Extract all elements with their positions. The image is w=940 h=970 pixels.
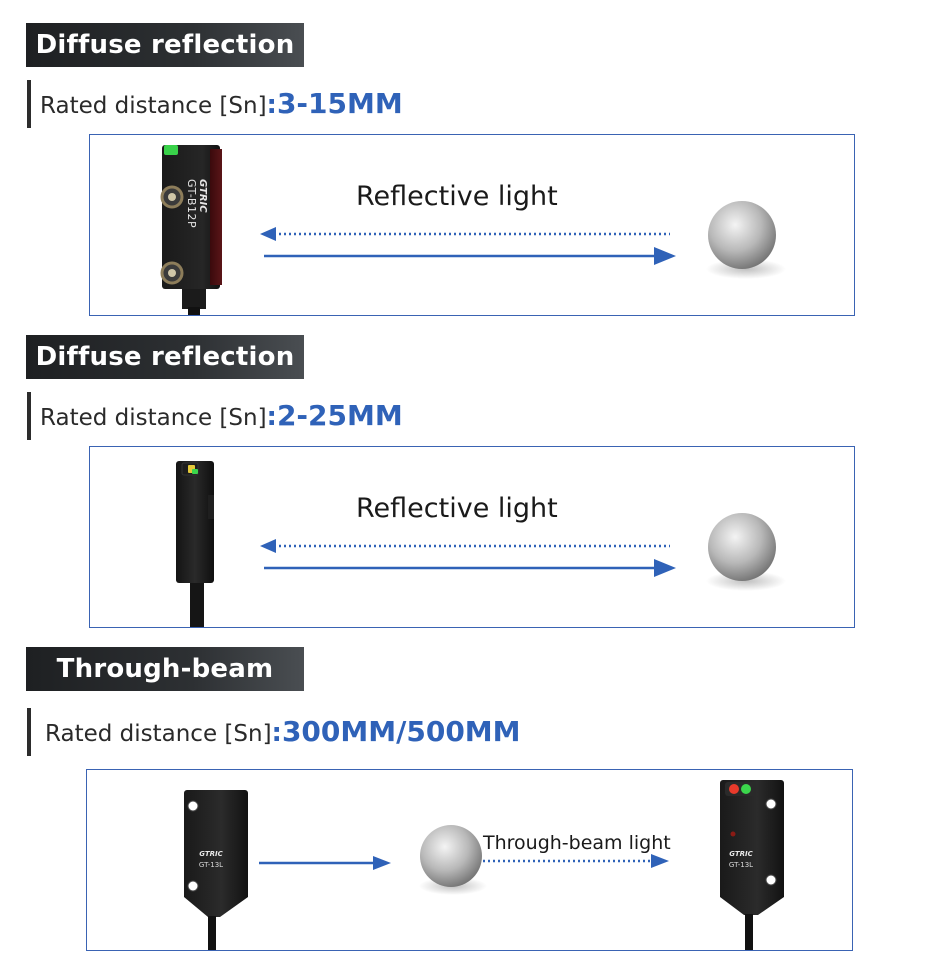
section-tag: Diffuse reflection [26,23,304,67]
section-tag: Diffuse reflection [26,335,304,379]
rated-value: 300MM/500MM [281,715,521,748]
arrow-emit-solid-icon [264,247,676,265]
arrow-beam-dotted-icon [483,854,669,868]
receiver-model-text: GT-13L [729,861,753,869]
reflective-light-label: Reflective light [356,493,558,524]
arrow-emit-solid-icon [264,559,676,577]
sensor-brand-text: GTRIC [197,179,208,213]
sensor-model-text: GT-B12P [185,179,198,228]
arrow-return-dotted-icon [260,227,670,241]
rated-label: Rated distance [Sn] [45,721,272,747]
emitter-model-text: GT-13L [199,861,223,869]
sensor-gt-b12p-icon: GTRIC GT-B12P [160,145,222,315]
section-tag: Through-beam [26,647,304,691]
through-beam-light-label: Through-beam light [483,832,671,854]
rated-colon: : [271,718,282,748]
rated-value: 2-25MM [276,399,403,432]
arrow-emit-solid-icon [259,856,391,870]
rated-label: Rated distance [Sn] [40,405,267,431]
rated-value: 3-15MM [276,87,403,120]
arrow-return-dotted-icon [260,539,670,553]
rated-distance: Rated distance [Sn]:300MM/500MM [27,708,521,756]
rated-label: Rated distance [Sn] [40,93,267,119]
receiver-sensor-icon: GTRIC GT-13L [717,780,784,950]
diagram-panel: GTRIC GT-B12P Reflective light [89,134,855,316]
emitter-sensor-icon: GTRIC GT-13L [181,790,248,950]
diagram-panel: Reflective light [89,446,855,628]
emitter-brand-text: GTRIC [199,850,223,858]
rated-distance: Rated distance [Sn]:2-25MM [27,392,403,440]
receiver-brand-text: GTRIC [729,850,753,858]
rated-distance: Rated distance [Sn]:3-15MM [27,80,403,128]
ball-object-icon [706,513,786,591]
rated-colon: : [266,90,277,120]
diagram-panel: GTRIC GT-13L Through-beam [86,769,853,951]
ball-object-icon [706,201,786,279]
sensor-slim-icon [176,461,214,627]
ball-object-icon [419,825,487,895]
reflective-light-label: Reflective light [356,181,558,212]
rated-colon: : [266,402,277,432]
